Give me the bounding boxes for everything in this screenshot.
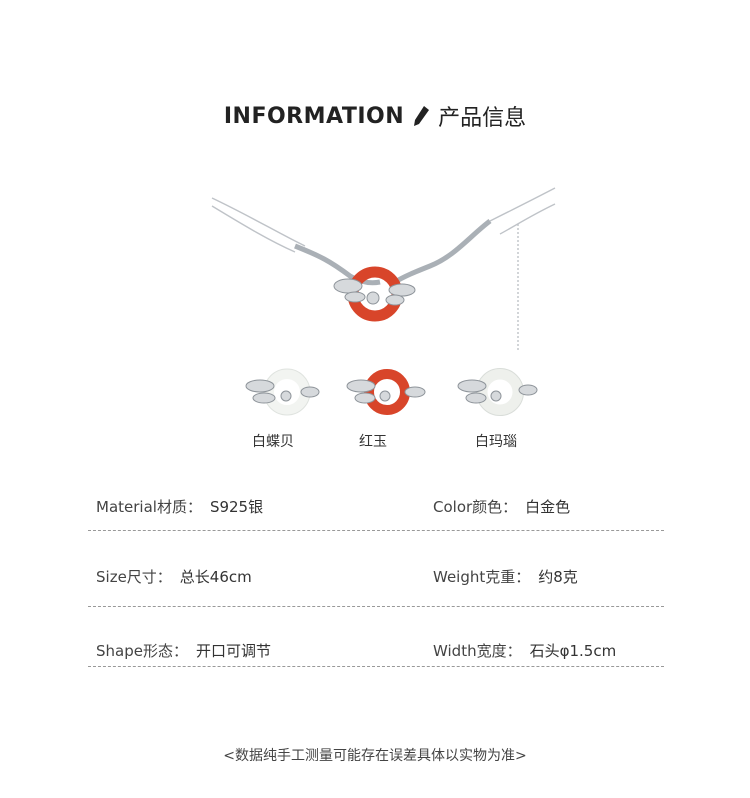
spec-shape: Shape形态： 开口可调节: [96, 640, 271, 661]
pencil-icon: [414, 106, 430, 126]
spec-label: Material材质：: [96, 498, 202, 516]
variant-label-white-shell: 白蝶贝: [252, 434, 294, 450]
dashed-divider: [88, 606, 664, 607]
spec-value: S925银: [209, 498, 264, 516]
spec-label: Width宽度：: [433, 642, 522, 660]
variant-image-white-shell: [245, 368, 320, 416]
dashed-divider: [88, 666, 664, 667]
variant-label-red-jade: 红玉: [359, 434, 387, 450]
spec-value: 开口可调节: [195, 642, 271, 660]
variant-image-white-agate: [457, 368, 538, 416]
spec-value: 石头φ1.5cm: [529, 642, 617, 660]
variant-label-white-agate: 白玛瑙: [475, 434, 517, 450]
spec-label: Size尺寸：: [96, 568, 172, 586]
title-chinese: 产品信息: [438, 106, 527, 131]
title-english: INFORMATION: [223, 103, 405, 129]
spec-color: Color颜色： 白金色: [433, 496, 570, 517]
spec-weight: Weight克重： 约8克: [433, 566, 578, 587]
measurement-disclaimer: <数据纯手工测量可能存在误差具体以实物为准>: [223, 748, 527, 764]
variant-image-red-jade: [346, 369, 426, 415]
spec-value: 总长46cm: [179, 568, 252, 586]
spec-label: Color颜色：: [433, 498, 518, 516]
spec-material: Material材质： S925银: [96, 496, 263, 517]
spec-label: Shape形态：: [96, 642, 188, 660]
necklace-product-image: [211, 187, 556, 351]
spec-size: Size尺寸： 总长46cm: [96, 566, 252, 587]
page-title: INFORMATION 产品信息: [0, 100, 750, 132]
spec-label: Weight克重：: [433, 568, 531, 586]
spec-value: 约8克: [538, 568, 578, 586]
dashed-divider: [88, 530, 664, 531]
spec-value: 白金色: [525, 498, 571, 516]
spec-width: Width宽度： 石头φ1.5cm: [433, 640, 616, 661]
